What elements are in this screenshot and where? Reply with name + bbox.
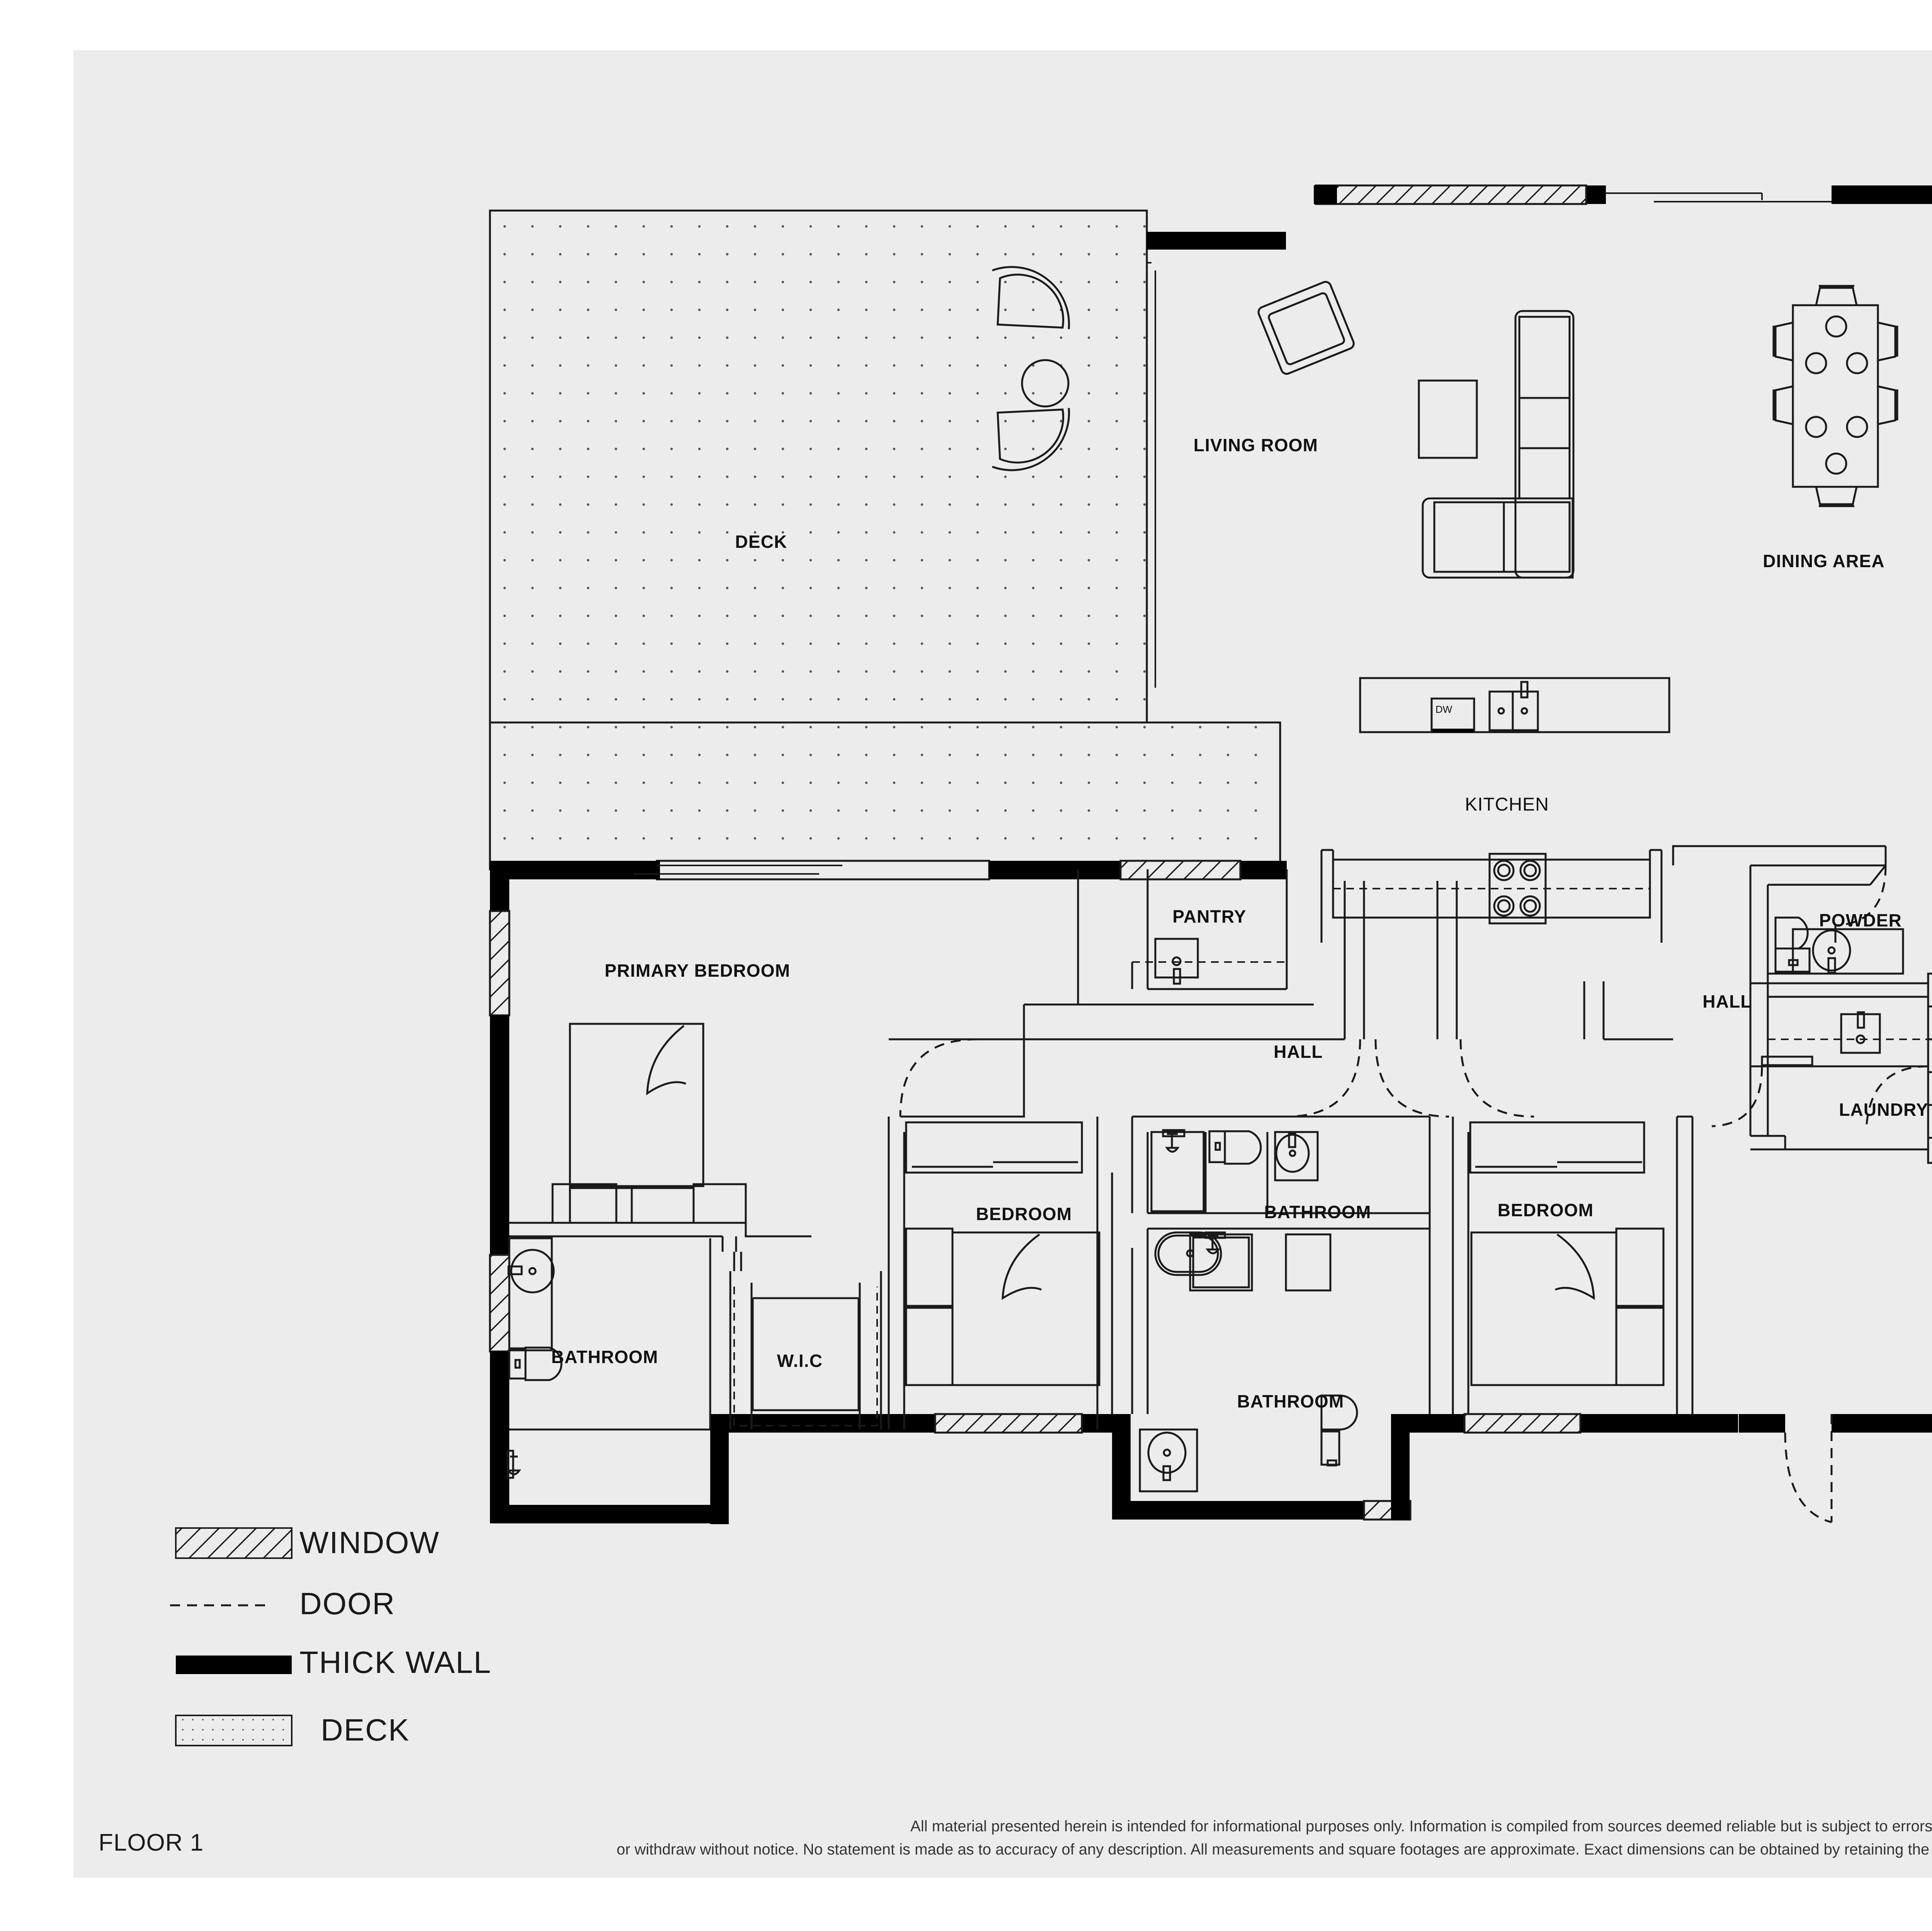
legend-label-deck: DECK [321, 1713, 410, 1747]
room-label-bedroom-s2: BEDROOM [1498, 1200, 1594, 1220]
room-label-laundry: LAUNDRY [1839, 1100, 1929, 1120]
room-label-pantry: PANTRY [1172, 906, 1246, 926]
deck-area [489, 209, 1281, 870]
deck-side-table [1021, 359, 1070, 408]
pantry-structure [1024, 869, 1314, 1006]
legend-swatch-thick-wall [176, 1656, 292, 1674]
powder-laundry-structure [1672, 845, 1932, 1164]
pantry-sink [1154, 938, 1199, 979]
room-label-primary-bedroom: PRIMARY BEDROOM [605, 960, 791, 981]
floor-label: FLOOR 1 [99, 1829, 204, 1856]
sliding-doors[interactable] [634, 192, 1932, 875]
kitchen-sink-left [1488, 690, 1514, 731]
washer-dryer [1840, 1013, 1881, 1054]
dining-furniture [1772, 285, 1898, 507]
kitchen-island [1320, 849, 1663, 943]
bathroom-sw-structure [507, 1237, 882, 1479]
kitchen-sink-right [1512, 690, 1539, 731]
legend-swatch-deck [175, 1715, 293, 1746]
room-label-wic-sw: W.I.C [777, 1351, 823, 1371]
entry-garage-structure [1672, 846, 1932, 1523]
bed-s1 [951, 1231, 1100, 1386]
stairs [1927, 972, 1932, 1164]
room-label-hall-2: HALL [1702, 991, 1752, 1011]
room-label-hall-1: HALL [1274, 1042, 1323, 1062]
exterior-walls [489, 184, 1932, 1524]
disclaimer-line-2: or withdraw without notice. No statement… [617, 1841, 1932, 1858]
cooktop [1488, 853, 1547, 925]
coffee-table [1418, 379, 1478, 459]
disclaimer-line-1: All material presented herein is intende… [910, 1818, 1932, 1835]
room-label-bathroom-c1: BATHROOM [1264, 1202, 1371, 1222]
room-label-kitchen: KITCHEN [1465, 794, 1549, 815]
primary-bedroom-furniture [509, 1023, 811, 1252]
primary-bed [569, 1023, 704, 1187]
room-label-bathroom-sw: BATHROOM [551, 1347, 658, 1367]
bedroom-s2-structure [1452, 1115, 1694, 1414]
bed-s2 [1470, 1231, 1617, 1386]
shower [1189, 1233, 1253, 1292]
bathtub [1154, 1231, 1222, 1276]
closet-s2 [1469, 1121, 1645, 1174]
room-label-living-room: LIVING ROOM [1194, 435, 1318, 455]
room-label-dining-area: DINING AREA [1763, 551, 1885, 571]
kitchen-upper-counter: DW [1359, 677, 1670, 733]
legend-label-thick-wall: THICK WALL [299, 1645, 492, 1679]
room-label-deck: DECK [735, 532, 787, 552]
legend-swatch-window [175, 1527, 293, 1559]
closet-s1 [905, 1121, 1083, 1174]
legend: WINDOW DOOR THICK WALL DECK [170, 1525, 492, 1747]
bedroom-s1-structure [888, 1117, 1113, 1430]
room-label-bathroom-c2: BATHROOM [1237, 1391, 1344, 1411]
room-label-bedroom-s1: BEDROOM [976, 1204, 1072, 1224]
deck-furniture [992, 266, 1070, 471]
hall-structure [889, 881, 1673, 1118]
room-label-powder: POWDER [1819, 910, 1902, 930]
dining-table [1792, 304, 1879, 488]
living-room-furniture [1257, 281, 1575, 579]
dishwasher-label: DW [1435, 704, 1452, 715]
legend-label-door: DOOR [299, 1586, 395, 1621]
sectional-sofa [1422, 310, 1575, 579]
legend-label-window: WINDOW [299, 1525, 440, 1560]
bathroom-center-structure [1131, 1115, 1431, 1492]
room-labels: DECK LIVING ROOM DINING AREA BATHROOM W.… [551, 435, 1929, 1411]
